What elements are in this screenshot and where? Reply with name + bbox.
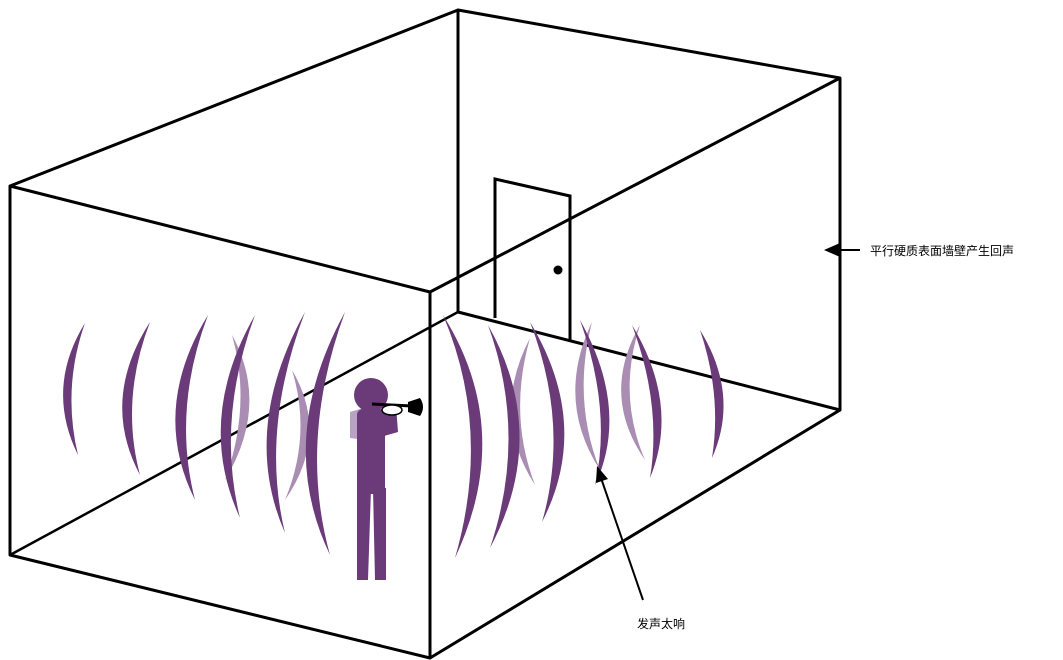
room-box bbox=[8, 8, 842, 660]
loud-arrow-head bbox=[596, 466, 608, 483]
wave-dark-11 bbox=[632, 325, 662, 478]
room-top-right-edge bbox=[429, 76, 841, 294]
sound-waves-light bbox=[225, 322, 645, 500]
echo-label: 平行硬质表面墙壁产生回声 bbox=[870, 244, 1015, 258]
room-hidden-bottom-edge bbox=[9, 310, 459, 557]
wave-dark-4 bbox=[220, 315, 255, 518]
wave-dark-8 bbox=[488, 325, 520, 548]
door-frame bbox=[493, 177, 572, 340]
wave-light-4 bbox=[575, 322, 600, 470]
annotations bbox=[596, 243, 860, 601]
wave-dark-5 bbox=[266, 312, 305, 533]
wave-light-1 bbox=[225, 335, 250, 480]
door bbox=[493, 177, 572, 340]
wave-dark-10 bbox=[580, 320, 610, 485]
room-top-left-edge bbox=[9, 8, 459, 188]
sound-waves-dark bbox=[63, 312, 724, 558]
wave-dark-2 bbox=[122, 322, 150, 475]
wave-light-2 bbox=[285, 370, 310, 500]
too-loud-label: 发声太响 bbox=[637, 617, 686, 631]
room-bottom-right-edge bbox=[429, 408, 841, 660]
wave-dark-9 bbox=[530, 322, 565, 522]
person-left-leg bbox=[357, 488, 371, 580]
loud-arrow-line bbox=[600, 477, 644, 601]
wave-dark-1 bbox=[63, 323, 85, 455]
person-body bbox=[357, 409, 385, 494]
wave-dark-12 bbox=[700, 330, 724, 458]
trumpet-player bbox=[350, 378, 423, 580]
wave-dark-6 bbox=[305, 312, 345, 555]
trumpet-icon bbox=[371, 398, 423, 416]
echo-arrow-head bbox=[824, 243, 840, 257]
wave-dark-7 bbox=[443, 315, 483, 558]
person-right-leg bbox=[373, 488, 386, 580]
wave-light-3 bbox=[511, 338, 535, 485]
room-back-wall bbox=[456, 8, 842, 412]
wave-light-5 bbox=[621, 325, 645, 460]
wave-dark-3 bbox=[175, 315, 208, 500]
door-knob bbox=[553, 265, 563, 275]
